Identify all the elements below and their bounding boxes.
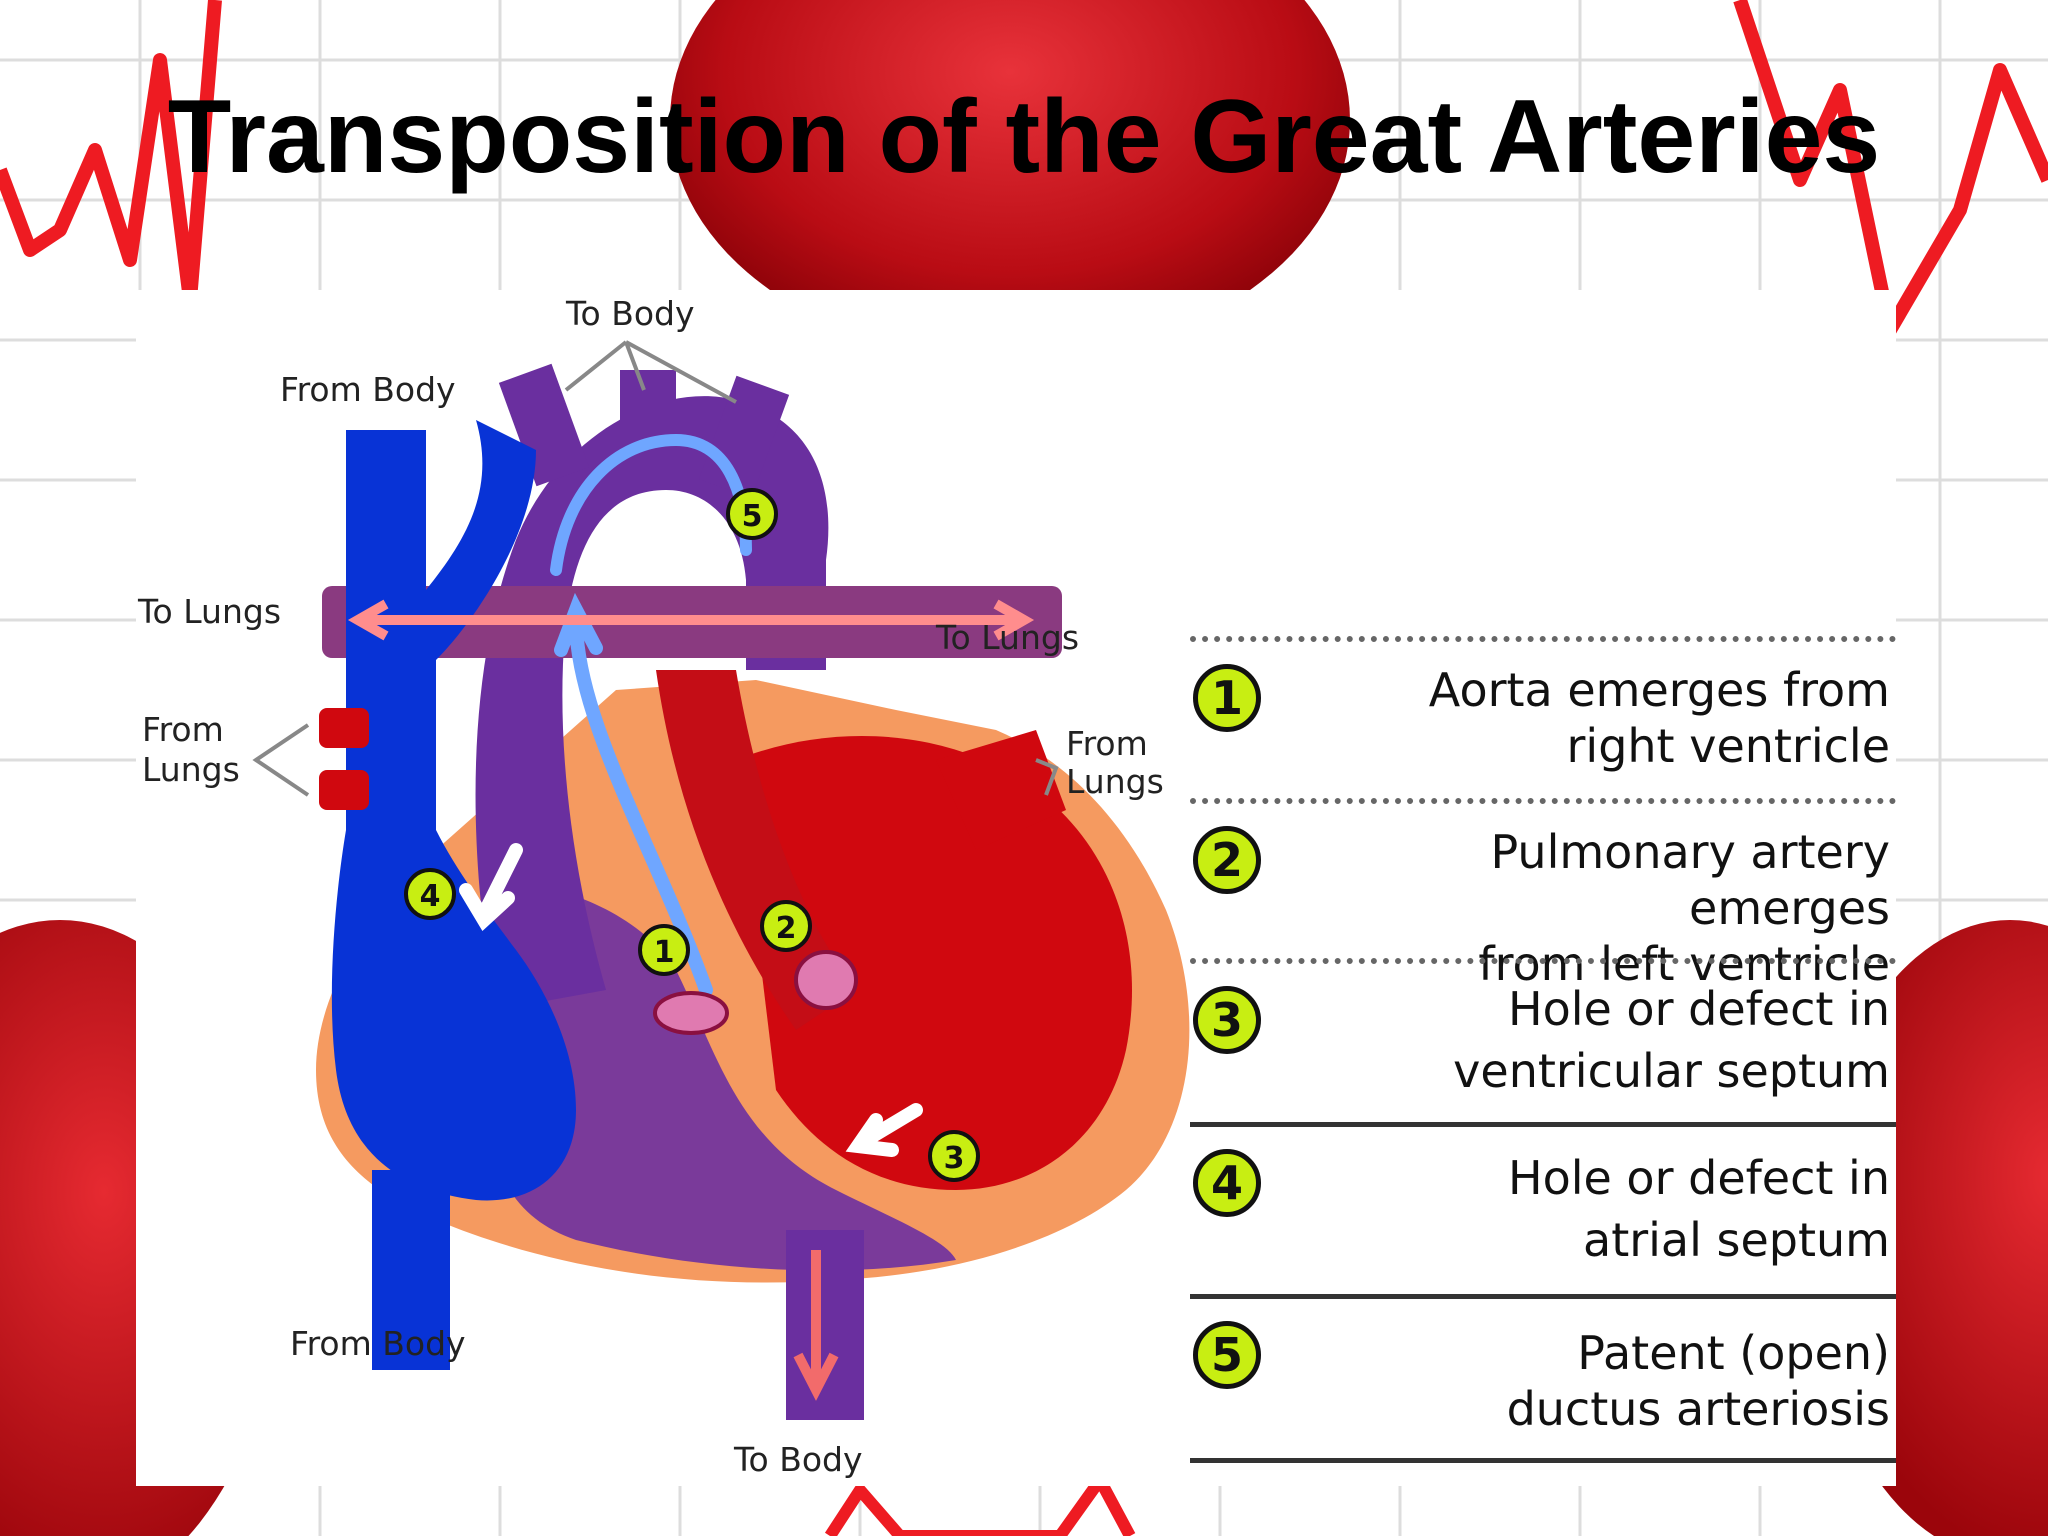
marker-4: 4 — [404, 868, 456, 920]
right-atrium — [331, 830, 576, 1201]
aortic-valve — [653, 991, 729, 1035]
legend-text-4-line-2: atrial septum — [1583, 1213, 1890, 1267]
legend-row-4: 4 Hole or defect in atrial septum — [1190, 1122, 1896, 1286]
descending-aorta — [786, 1230, 864, 1420]
left-ventricle — [736, 736, 1132, 1190]
aortic-branch-2 — [620, 370, 676, 480]
legend-text-2-line-1: Pulmonary artery emerges — [1490, 825, 1891, 935]
pulmonary-flow-arrow-icon — [347, 599, 1035, 641]
ecg-trace-left — [0, 0, 222, 307]
marker-5-label: 5 — [742, 499, 763, 534]
legend-text-5-line-2: ductus arteriosis — [1506, 1382, 1890, 1436]
descending-arrow-icon — [793, 1250, 839, 1401]
heart-diagram: 1 2 3 4 5 — [252, 340, 1190, 1420]
to-body-leader-icon — [564, 340, 737, 404]
legend-text-1-line-2: right ventricle — [1566, 719, 1890, 773]
label-from-body-bottom: From Body — [290, 1324, 466, 1363]
label-to-body-bottom: To Body — [734, 1440, 863, 1479]
legend-badge-5: 5 — [1193, 1321, 1261, 1389]
legend-badge-4: 4 — [1193, 1149, 1261, 1217]
legend-text-2: Pulmonary artery emerges from left ventr… — [1290, 824, 1890, 992]
label-to-lungs-left: To Lungs — [138, 592, 282, 631]
right-ventricle — [494, 880, 956, 1271]
legend-badge-2: 2 — [1193, 826, 1261, 894]
label-to-lungs-right: To Lungs — [936, 618, 1080, 657]
from-lungs-left-leader-icon — [252, 723, 310, 797]
legend-text-3-line-1: Hole or defect in — [1508, 982, 1890, 1036]
marker-5: 5 — [726, 488, 778, 540]
legend-text-3: Hole or defect in ventricular septum — [1290, 978, 1890, 1102]
diagram-panel: 1 2 3 4 5 To Body From Body To Lungs Fro… — [136, 290, 1896, 1486]
pulmonary-valve — [794, 950, 858, 1010]
slide-title: Transposition of the Great Arteries — [167, 79, 1881, 195]
label-from-lungs-right-1: From — [1066, 724, 1148, 763]
pulmonary-vein-right — [936, 730, 1066, 850]
legend-text-5: Patent (open) ductus arteriosis — [1290, 1325, 1890, 1437]
label-to-body-top: To Body — [566, 294, 695, 333]
pulmonary-vein-left-2 — [319, 770, 369, 810]
ventricular-shunt-arrow-icon — [845, 1103, 923, 1157]
legend-row-3: 3 Hole or defect in ventricular septum — [1190, 958, 1896, 1122]
label-from-body-top: From Body — [280, 370, 456, 409]
marker-3: 3 — [928, 1130, 980, 1182]
label-from-lungs-right-2: Lungs — [1066, 762, 1164, 801]
inferior-vena-cava — [372, 1170, 450, 1370]
legend-row-2: 2 Pulmonary artery emerges from left ven… — [1190, 798, 1896, 991]
pulmonary-vein-left-1 — [319, 708, 369, 748]
marker-1: 1 — [638, 924, 690, 976]
superior-vena-cava — [346, 420, 536, 850]
aortic-branch-1 — [498, 363, 590, 487]
marker-4-label: 4 — [420, 879, 441, 914]
from-lungs-right-leader-icon — [1035, 758, 1059, 796]
legend-badge-3: 3 — [1193, 986, 1261, 1054]
marker-2: 2 — [760, 900, 812, 952]
marker-2-label: 2 — [776, 911, 797, 946]
legend-row-1: 1 Aorta emerges from right ventricle — [1190, 636, 1896, 800]
legend-row-5: 5 Patent (open) ductus arteriosis — [1190, 1294, 1896, 1458]
atrial-shunt-arrow-icon — [459, 843, 523, 931]
marker-3-label: 3 — [944, 1141, 965, 1176]
legend-text-2-line-2: from left ventricle — [1478, 937, 1890, 991]
label-from-lungs-left-1: From — [142, 710, 224, 749]
legend-badge-1: 1 — [1193, 664, 1261, 732]
legend-bottom-rule — [1190, 1458, 1896, 1463]
ecg-trace-bottom — [824, 1474, 1136, 1536]
marker-1-label: 1 — [654, 935, 675, 970]
legend-text-4-line-1: Hole or defect in — [1508, 1151, 1890, 1205]
legend-text-1: Aorta emerges from right ventricle — [1290, 662, 1890, 774]
label-from-lungs-left-2: Lungs — [142, 750, 240, 789]
legend-text-4: Hole or defect in atrial septum — [1290, 1147, 1890, 1271]
legend-text-5-line-1: Patent (open) — [1577, 1326, 1890, 1380]
legend-text-3-line-2: ventricular septum — [1453, 1044, 1890, 1098]
red-blood-cell-top — [670, 0, 1350, 360]
legend-text-1-line-1: Aorta emerges from — [1428, 663, 1890, 717]
